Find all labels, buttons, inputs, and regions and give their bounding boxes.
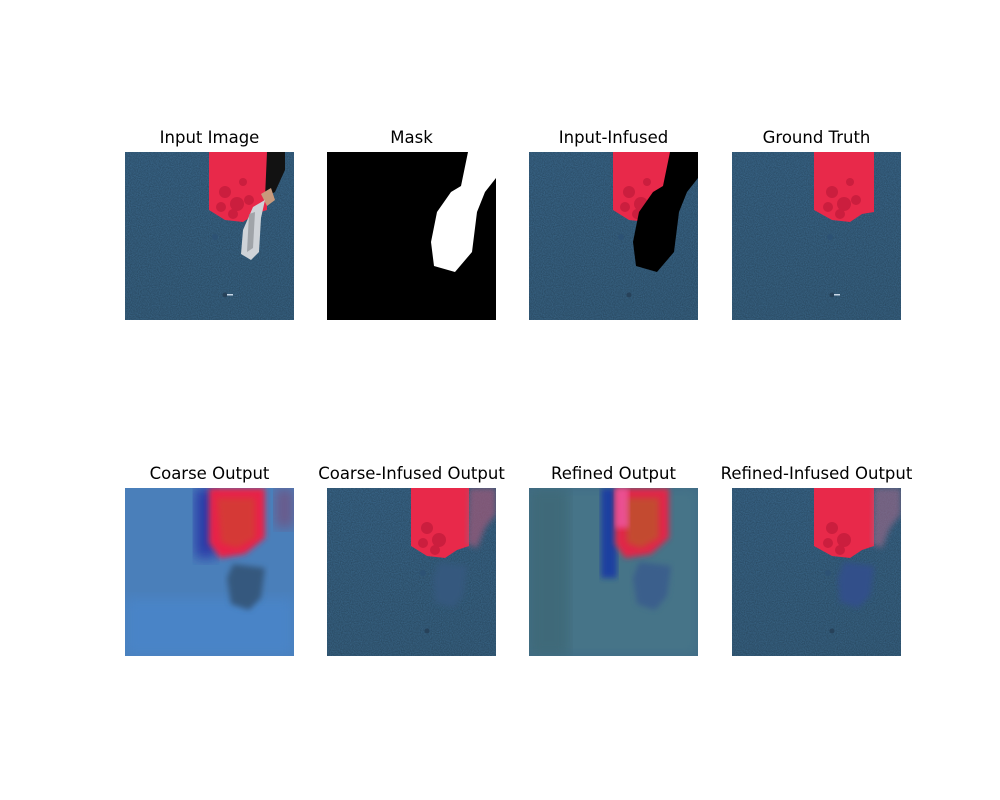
panel-title: Mask bbox=[390, 128, 433, 147]
refined-output-image bbox=[529, 488, 698, 656]
coarse-output-image bbox=[125, 488, 294, 656]
panel-title: Coarse Output bbox=[149, 464, 270, 483]
refined-infused-output-image bbox=[732, 488, 901, 656]
input-infused-image bbox=[529, 152, 698, 320]
panel-title: Refined-Infused Output bbox=[720, 464, 913, 483]
coarse-infused-output-image bbox=[327, 488, 496, 656]
ground-truth-image bbox=[732, 152, 901, 320]
panel-title: Refined Output bbox=[551, 464, 676, 483]
panel-title: Ground Truth bbox=[762, 128, 871, 147]
panel-title: Coarse-Infused Output bbox=[318, 464, 505, 483]
panel-title: Input-Infused bbox=[558, 128, 669, 147]
mask-image bbox=[327, 152, 496, 320]
panel-title: Input Image bbox=[159, 128, 260, 147]
input-image bbox=[125, 152, 294, 320]
